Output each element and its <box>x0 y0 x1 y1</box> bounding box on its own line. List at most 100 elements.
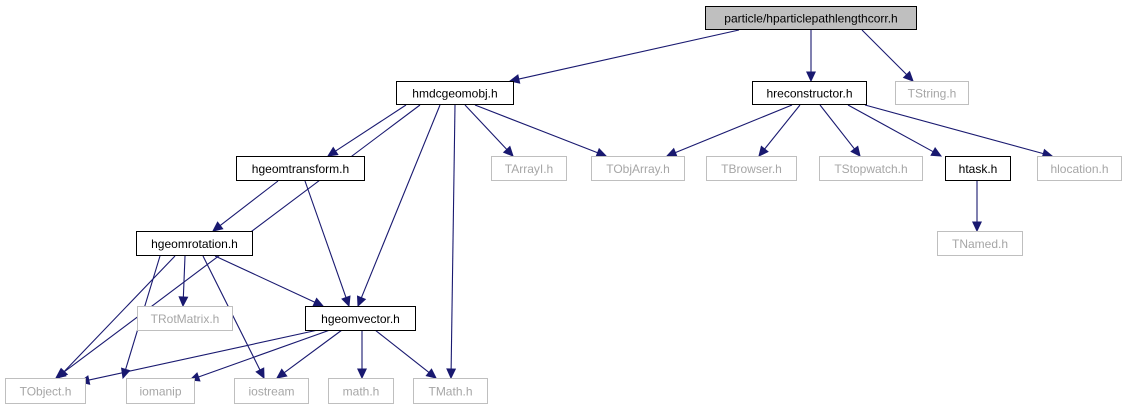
node-label: hreconstructor.h <box>766 87 852 101</box>
arrowhead-icon <box>276 368 288 379</box>
node-box <box>706 156 797 181</box>
edge-line <box>198 329 331 378</box>
node-label: htask.h <box>959 162 998 176</box>
arrowhead-icon <box>255 367 265 380</box>
arrowhead-icon <box>312 297 325 307</box>
node-trotmatrix: TRotMatrix.h <box>137 306 233 331</box>
arrowhead-icon <box>327 146 339 157</box>
node-label: iostream <box>248 385 294 399</box>
edge-line <box>675 104 793 154</box>
edge-line <box>335 104 407 152</box>
node-hgeomtransform[interactable]: hgeomtransform.h <box>236 156 365 181</box>
edge-hmdcgeomobj-to-hgeomvector <box>356 104 441 308</box>
arrowhead-icon <box>758 145 769 157</box>
edge-hmdcgeomobj-to-tobjarray <box>474 104 608 158</box>
node-hgeomvector[interactable]: hgeomvector.h <box>305 306 416 331</box>
nodes-layer: particle/hparticlepathlengthcorr.h hmdcge… <box>5 6 1122 404</box>
node-box <box>236 156 365 181</box>
node-label: TObject.h <box>20 385 72 399</box>
node-box <box>491 156 567 181</box>
edge-line <box>374 329 430 373</box>
arrowhead-icon <box>357 368 367 380</box>
arrowhead-icon <box>502 145 514 157</box>
node-mathh: math.h <box>328 378 394 404</box>
node-hlocation: hlocation.h <box>1037 156 1122 181</box>
edge-line <box>219 180 279 226</box>
edge-hreconstructor-to-tstopwatch <box>819 104 861 157</box>
arrowhead-icon <box>850 145 861 157</box>
arrowhead-icon <box>665 147 678 158</box>
edge-line <box>464 104 508 150</box>
node-tmath: TMath.h <box>413 378 488 404</box>
arrowhead-icon <box>972 221 982 233</box>
arrowhead-icon <box>446 368 457 380</box>
edge-line <box>861 29 908 76</box>
arrowhead-icon <box>930 147 943 157</box>
edges-layer <box>55 29 1054 385</box>
edge-root-to-tstring <box>861 29 914 82</box>
edge-line <box>283 329 343 374</box>
arrowhead-icon <box>178 296 189 308</box>
node-label: TArrayI.h <box>505 162 553 176</box>
node-box <box>305 306 416 331</box>
node-label: particle/hparticlepathlengthcorr.h <box>724 12 897 26</box>
edge-hgeomvector-to-mathh <box>357 330 367 380</box>
arrowhead-icon <box>902 70 914 82</box>
edge-htask-to-tnamed <box>972 181 982 233</box>
edge-hreconstructor-to-htask <box>847 104 943 157</box>
edge-hmdcgeomobj-to-tmath <box>446 104 457 380</box>
node-hmdcgeomobj[interactable]: hmdcgeomobj.h <box>396 81 514 105</box>
node-label: TString.h <box>908 87 957 101</box>
node-tbrowser: TBrowser.h <box>706 156 797 181</box>
arrowhead-icon <box>595 147 608 158</box>
node-box <box>136 231 253 256</box>
node-label: hlocation.h <box>1050 162 1108 176</box>
edge-line <box>360 104 441 298</box>
edge-line <box>304 180 347 298</box>
node-box <box>945 156 1011 181</box>
node-box <box>819 156 923 181</box>
edge-hmdcgeomobj-to-tarrayi <box>464 104 514 157</box>
node-label: hgeomtransform.h <box>252 162 349 176</box>
edge-hgeomvector-to-iostream <box>276 329 343 379</box>
node-iostream: iostream <box>234 378 309 404</box>
node-hgeomrotation[interactable]: hgeomrotation.h <box>136 231 253 256</box>
node-label: iomanip <box>139 385 181 399</box>
node-label: TBrowser.h <box>721 162 782 176</box>
edge-hmdcgeomobj-to-hgeomtransform <box>327 104 407 157</box>
node-hreconstructor[interactable]: hreconstructor.h <box>752 81 867 105</box>
edge-line <box>450 104 456 370</box>
edge-line <box>63 255 176 372</box>
node-box <box>396 81 514 105</box>
edge-hreconstructor-to-hlocation <box>864 104 1054 159</box>
node-box <box>591 156 685 181</box>
node-label: TMath.h <box>428 385 472 399</box>
node-htask[interactable]: htask.h <box>945 156 1011 181</box>
arrowhead-icon <box>212 221 224 232</box>
node-tstring: TString.h <box>895 81 969 105</box>
node-box <box>1037 156 1122 181</box>
edge-line <box>88 329 319 381</box>
node-tobjarray: TObjArray.h <box>591 156 685 181</box>
node-root[interactable]: particle/hparticlepathlengthcorr.h <box>705 6 917 30</box>
node-label: hmdcgeomobj.h <box>412 87 497 101</box>
node-label: TStopwatch.h <box>834 162 907 176</box>
node-box <box>5 378 86 404</box>
node-tstopwatch: TStopwatch.h <box>819 156 923 181</box>
edge-line <box>819 104 855 150</box>
node-box <box>234 378 309 404</box>
edge-hgeomrotation-to-trotmatrix <box>178 255 189 308</box>
edge-hgeomrotation-to-hgeomvector <box>214 255 325 307</box>
node-box <box>137 306 233 331</box>
node-iomanip: iomanip <box>126 378 195 404</box>
edge-line <box>518 29 740 80</box>
edge-root-to-hmdcgeomobj <box>508 29 740 84</box>
edge-hgeomvector-to-tmath <box>374 329 437 379</box>
node-label: TRotMatrix.h <box>151 312 220 326</box>
node-box <box>705 6 917 30</box>
edge-line <box>474 104 598 154</box>
edge-line <box>847 104 934 153</box>
arrowhead-icon <box>57 367 69 379</box>
arrowhead-icon <box>356 295 367 308</box>
